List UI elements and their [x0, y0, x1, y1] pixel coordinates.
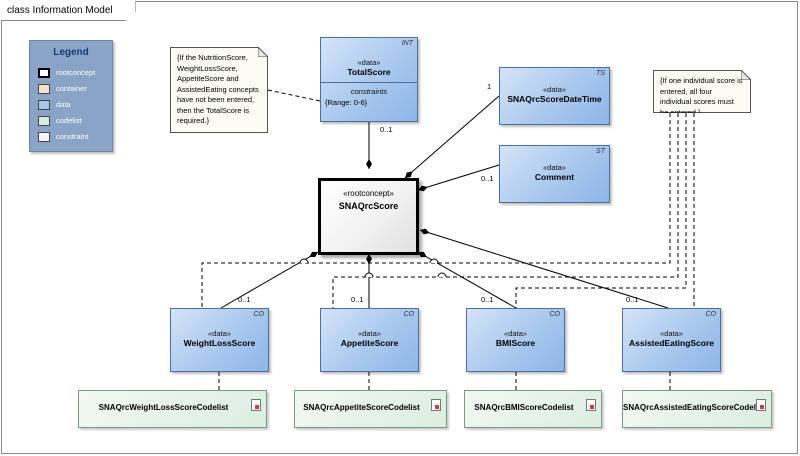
- class-weight-loss-score[interactable]: CO «data» WeightLossScore: [170, 308, 269, 372]
- class-appetite-score[interactable]: CO «data» AppetiteScore: [320, 308, 419, 372]
- legend: Legend rootconcept container data codeli…: [29, 40, 113, 152]
- class-snaqrc-score-root[interactable]: «rootconcept» SNAQrcScore: [318, 178, 419, 255]
- note-individual-score-rule[interactable]: {If one individual score is entered, all…: [653, 70, 751, 113]
- class-total-score[interactable]: INT «data» TotalScore constraints {Range…: [320, 37, 418, 122]
- codelist-name: SNAQrcAssistedEatingScoreCodelist: [623, 403, 766, 412]
- note-link-appetite: [332, 113, 679, 308]
- codelist-icon: [251, 399, 261, 411]
- class-name: SNAQrcScore: [338, 201, 399, 211]
- constraint-range: {Range: 0-6}: [325, 98, 368, 107]
- diagram-frame-title: class Information Model: [1, 1, 136, 21]
- legend-item-container: container: [38, 84, 87, 95]
- jump-arc: [429, 258, 439, 264]
- codelist-name: SNAQrcAppetiteScoreCodelist: [303, 403, 420, 412]
- codelist-name: SNAQrcWeightLossScoreCodelist: [98, 403, 229, 412]
- legend-item-data: data: [38, 100, 71, 111]
- codelist-icon: [756, 399, 766, 411]
- stereotype-label: «data»: [660, 329, 683, 338]
- stereotype-label: «data»: [504, 329, 527, 338]
- type-tag: CO: [253, 311, 265, 318]
- legend-title: Legend: [53, 47, 89, 58]
- stereotype-label: «data»: [543, 163, 566, 172]
- class-name: WeightLossScore: [183, 338, 256, 348]
- class-comment[interactable]: ST «data» Comment: [499, 145, 610, 203]
- class-name: TotalScore: [347, 67, 391, 77]
- multiplicity-weightloss: 0..1: [238, 295, 251, 304]
- stereotype-label: «data»: [543, 85, 566, 94]
- codelist-icon: [431, 399, 441, 411]
- compartment-divider: [321, 82, 417, 83]
- type-tag: INT: [401, 40, 413, 47]
- type-tag: CO: [549, 311, 561, 318]
- class-name: Comment: [534, 172, 575, 182]
- class-name: BMIScore: [495, 338, 536, 348]
- note-fold: [258, 47, 268, 57]
- stereotype-label: «rootconcept»: [343, 189, 394, 198]
- legend-swatch: [38, 132, 50, 143]
- type-tag: CO: [403, 311, 415, 318]
- type-tag: TS: [596, 70, 605, 77]
- class-name: SNAQrcScoreDateTime: [507, 94, 602, 104]
- multiplicity-assisted: 0..1: [626, 295, 639, 304]
- multiplicity-comment: 0..1: [481, 174, 494, 183]
- codelist-appetite[interactable]: SNAQrcAppetiteScoreCodelist: [294, 390, 447, 428]
- legend-swatch: [38, 100, 50, 111]
- multiplicity-bmi: 0..1: [481, 295, 494, 304]
- class-bmi-score[interactable]: CO «data» BMIScore: [466, 308, 565, 372]
- legend-item-codelist: codelist: [38, 116, 81, 127]
- jump-arc: [299, 258, 309, 264]
- note-link-bmi: [515, 113, 687, 308]
- note-link-total: [267, 89, 321, 102]
- note-total-score-rule[interactable]: {If the NutritionScore, WeightLossScore,…: [170, 47, 268, 133]
- legend-swatch: [38, 116, 50, 127]
- type-tag: ST: [596, 148, 605, 155]
- type-tag: CO: [705, 311, 717, 318]
- codelist-name: SNAQrcBMIScoreCodelist: [474, 403, 574, 412]
- multiplicity-datetime: 1: [487, 82, 492, 91]
- codelist-assisted-eating[interactable]: SNAQrcAssistedEatingScoreCodelist: [622, 390, 772, 428]
- stereotype-label: «data»: [358, 329, 381, 338]
- jump-arc: [437, 272, 447, 278]
- link-comment: [417, 164, 500, 192]
- legend-item-rootconcept: rootconcept: [38, 68, 95, 79]
- legend-swatch: [38, 84, 50, 95]
- link-assisted: [419, 228, 669, 309]
- stereotype-label: «data»: [357, 58, 381, 67]
- legend-swatch: [38, 68, 50, 79]
- multiplicity-total: 0..1: [380, 125, 393, 134]
- codelist-weight-loss[interactable]: SNAQrcWeightLossScoreCodelist: [78, 390, 267, 428]
- class-name: AppetiteScore: [340, 338, 399, 348]
- class-snaqrc-score-datetime[interactable]: TS «data» SNAQrcScoreDateTime: [499, 67, 610, 125]
- legend-item-constraint: constraint: [38, 132, 89, 143]
- note-link-weightloss: [201, 113, 671, 308]
- class-name: AssistedEatingScore: [628, 338, 715, 348]
- jump-arc: [364, 272, 374, 278]
- note-fold: [741, 70, 751, 80]
- codelist-icon: [586, 399, 596, 411]
- stereotype-label: «data»: [208, 329, 231, 338]
- multiplicity-appetite: 0..1: [351, 295, 364, 304]
- class-assisted-eating-score[interactable]: CO «data» AssistedEatingScore: [622, 308, 721, 372]
- constraints-label: constraints: [350, 87, 388, 96]
- codelist-bmi[interactable]: SNAQrcBMIScoreCodelist: [464, 390, 602, 428]
- link-datetime: [404, 95, 500, 179]
